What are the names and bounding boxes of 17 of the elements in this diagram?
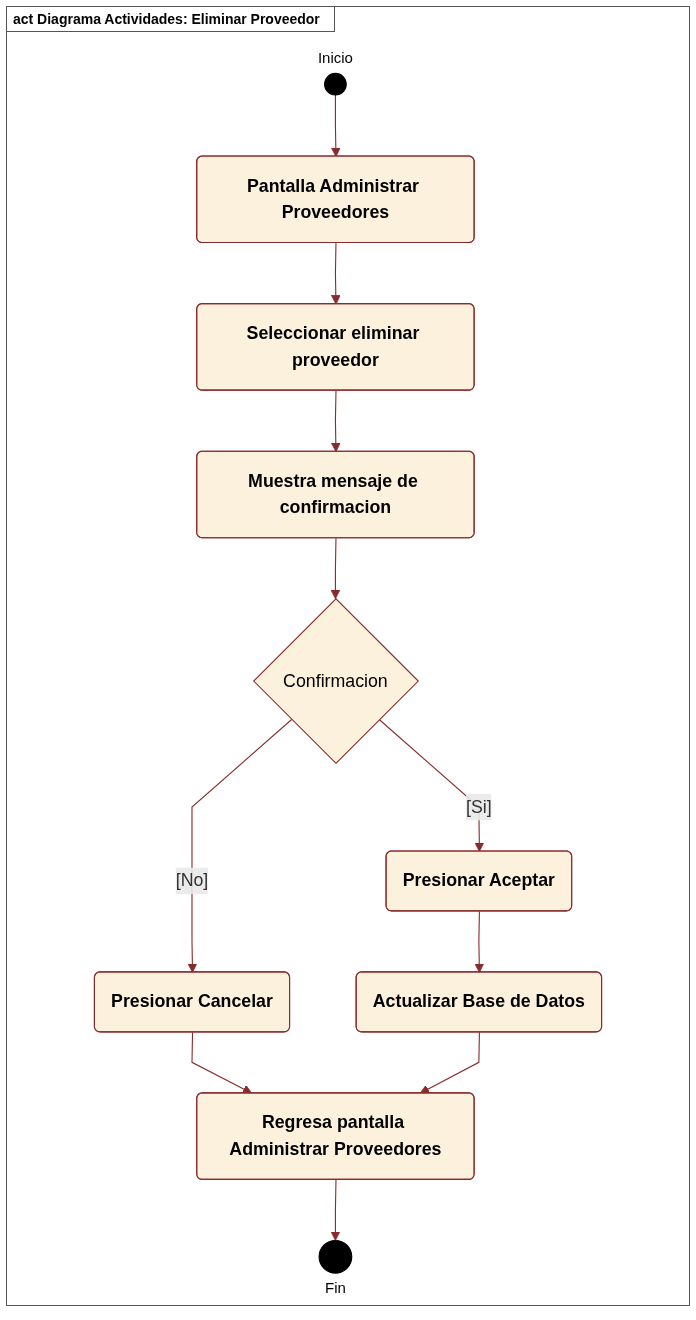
arrow bbox=[191, 1031, 253, 1094]
node-circle bbox=[324, 72, 347, 96]
arrow bbox=[330, 537, 341, 600]
diagram-title: act Diagrama Actividades: Eliminar Proveedor bbox=[7, 7, 335, 32]
arrow bbox=[330, 390, 341, 453]
node-diamond: Confirmacion bbox=[252, 598, 420, 765]
node-circle bbox=[318, 1239, 353, 1274]
edge-label: [No] bbox=[175, 870, 209, 890]
edge-label: [Si] bbox=[466, 797, 492, 816]
arrow bbox=[330, 1179, 341, 1241]
node-caption: Fin bbox=[325, 1279, 346, 1297]
arrow bbox=[419, 1031, 480, 1094]
node-caption: Inicio bbox=[317, 48, 353, 66]
arrow bbox=[330, 94, 341, 157]
arrow bbox=[187, 718, 293, 973]
arrow bbox=[330, 242, 341, 305]
arrow bbox=[474, 910, 485, 973]
